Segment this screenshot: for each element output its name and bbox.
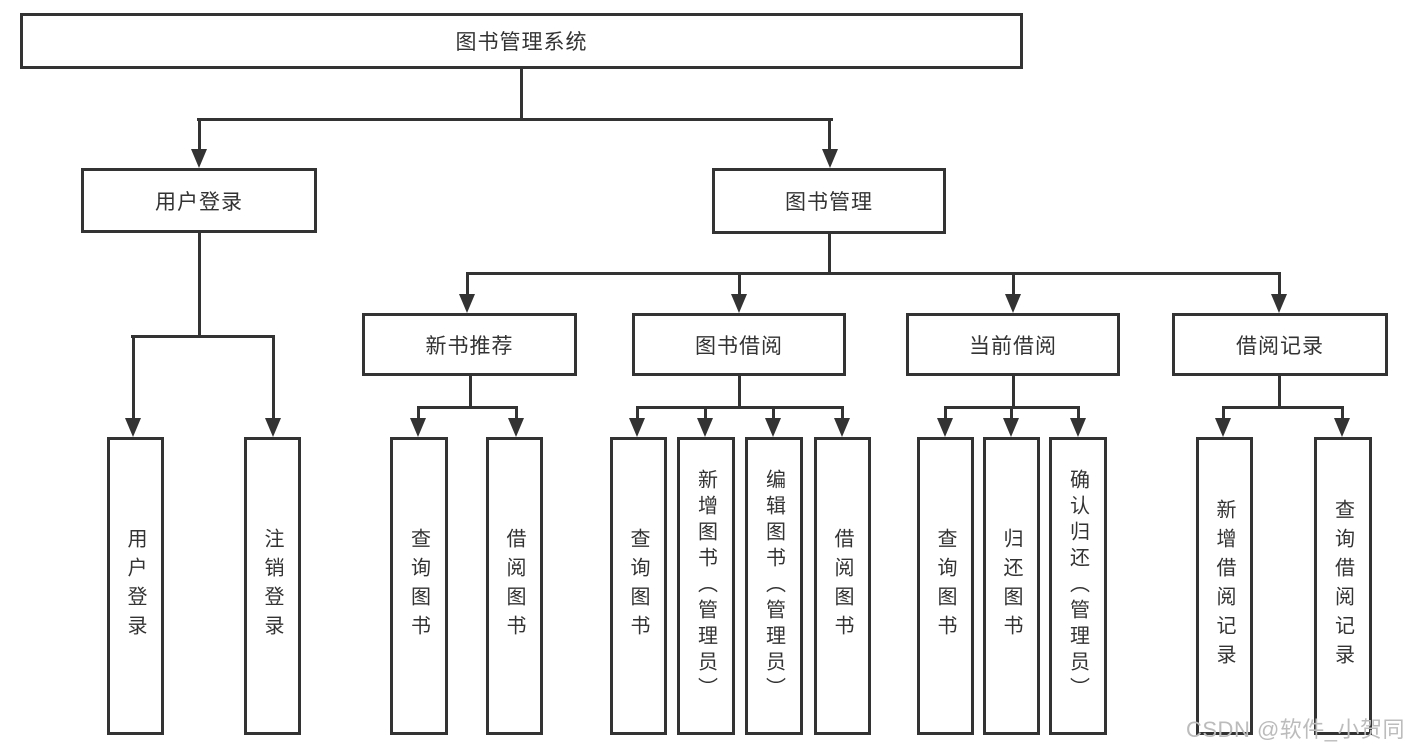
leaf-borrow-query-books: 查询图书: [610, 437, 667, 735]
connector-drop-borrow-query: [636, 406, 639, 422]
arrowhead-current-confirm: [1070, 418, 1086, 437]
node-root: 图书管理系统: [20, 13, 1023, 69]
node-current-borrowing: 当前借阅: [906, 313, 1120, 376]
connector-borrow-records-stem: [1278, 374, 1281, 408]
leaf-current-query-books-label: 查询图书: [934, 528, 956, 644]
connector-drop-records-query: [1341, 406, 1344, 422]
leaf-rec-borrow-books-label: 借阅图书: [503, 528, 525, 644]
node-user-login: 用户登录: [81, 168, 317, 233]
connector-root-rail: [197, 118, 833, 121]
connector-drop-leaf-logout: [272, 335, 275, 421]
node-book-management-label: 图书管理: [785, 191, 873, 214]
leaf-records-add-record-label: 新增借阅记录: [1213, 499, 1235, 673]
connector-user-login-stem: [198, 231, 201, 337]
arrowhead-book-borrow: [731, 294, 747, 313]
leaf-rec-borrow-books: 借阅图书: [486, 437, 543, 735]
arrowhead-rec-query: [410, 418, 426, 437]
arrowhead-rec-borrow: [508, 418, 524, 437]
leaf-logout: 注销登录: [244, 437, 301, 735]
arrowhead-current-return: [1003, 418, 1019, 437]
connector-book-borrow-stem: [738, 374, 741, 408]
leaf-current-query-books: 查询图书: [917, 437, 974, 735]
leaf-borrow-query-books-label: 查询图书: [627, 528, 649, 644]
connector-book-mgmt-rail: [466, 272, 1281, 275]
node-book-borrowing-label: 图书借阅: [695, 334, 783, 358]
leaf-records-add-record: 新增借阅记录: [1196, 437, 1253, 735]
connector-drop-current-borrow: [1012, 272, 1015, 298]
leaf-borrow-add-books: 新增图书（管理员）: [677, 437, 735, 735]
arrowhead-borrow-borrow: [834, 418, 850, 437]
node-borrowing-records: 借阅记录: [1172, 313, 1388, 376]
leaf-current-confirm-return: 确认归还（管理员）: [1049, 437, 1107, 735]
arrowhead-borrow-edit: [765, 418, 781, 437]
arrowhead-leaf-logout: [265, 418, 281, 437]
arrowhead-leaf-user-login: [125, 418, 141, 437]
node-new-book-recommend: 新书推荐: [362, 313, 577, 376]
arrowhead-book-mgmt: [822, 149, 838, 168]
connector-book-mgmt-stem: [828, 232, 831, 274]
leaf-current-return-books: 归还图书: [983, 437, 1040, 735]
node-new-book-recommend-label: 新书推荐: [425, 334, 514, 358]
connector-user-login-rail: [131, 335, 275, 338]
leaf-rec-query-books-label: 查询图书: [407, 528, 430, 644]
leaf-borrow-edit-books-label: 编辑图书（管理员）: [762, 469, 785, 703]
connector-drop-rec-borrow: [515, 406, 518, 422]
leaf-user-login-label: 用户登录: [124, 528, 146, 644]
leaf-borrow-edit-books: 编辑图书（管理员）: [745, 437, 803, 735]
connector-new-book-rec-stem: [469, 374, 472, 408]
node-current-borrowing-label: 当前借阅: [969, 334, 1057, 358]
leaf-user-login: 用户登录: [107, 437, 164, 735]
arrowhead-records-add: [1215, 418, 1231, 437]
arrowhead-records-query: [1334, 418, 1350, 437]
connector-drop-new-book-rec: [466, 272, 469, 298]
leaf-records-query-record: 查询借阅记录: [1314, 437, 1372, 735]
arrowhead-current-query: [937, 418, 953, 437]
connector-drop-user-login: [198, 118, 201, 152]
arrowhead-new-book-rec: [459, 294, 475, 313]
connector-drop-borrow-records: [1278, 272, 1281, 298]
connector-drop-borrow-add: [704, 406, 707, 422]
leaf-rec-query-books: 查询图书: [390, 437, 448, 735]
leaf-borrow-borrow-books: 借阅图书: [814, 437, 871, 735]
node-borrowing-records-label: 借阅记录: [1236, 334, 1324, 358]
arrowhead-borrow-query: [629, 418, 645, 437]
connector-drop-records-add: [1222, 406, 1225, 422]
node-book-management: 图书管理: [712, 168, 946, 234]
connector-borrow-records-rail: [1222, 406, 1344, 409]
arrowhead-current-borrow: [1005, 294, 1021, 313]
connector-drop-book-mgmt: [828, 118, 831, 152]
leaf-records-query-record-label: 查询借阅记录: [1331, 499, 1354, 673]
leaf-current-return-books-label: 归还图书: [1000, 528, 1022, 644]
connector-current-borrow-stem: [1012, 374, 1015, 408]
leaf-borrow-add-books-label: 新增图书（管理员）: [694, 469, 717, 703]
connector-drop-rec-query: [417, 406, 420, 422]
connector-drop-borrow-edit: [772, 406, 775, 422]
connector-drop-current-query: [944, 406, 947, 422]
connector-drop-current-return: [1010, 406, 1013, 422]
connector-drop-book-borrow: [738, 272, 741, 298]
connector-root-stem: [520, 66, 523, 118]
connector-book-borrow-rail: [636, 406, 844, 409]
leaf-current-confirm-return-label: 确认归还（管理员）: [1066, 469, 1089, 703]
arrowhead-borrow-add: [697, 418, 713, 437]
watermark: CSDN @软件_小贺同学: [1186, 717, 1405, 742]
leaf-borrow-borrow-books-label: 借阅图书: [831, 528, 853, 644]
arrowhead-borrow-records: [1271, 294, 1287, 313]
node-user-login-label: 用户登录: [155, 190, 243, 214]
connector-drop-borrow-borrow: [841, 406, 844, 422]
connector-new-book-rec-rail: [417, 406, 518, 409]
node-root-label: 图书管理系统: [455, 31, 588, 54]
leaf-logout-label: 注销登录: [261, 528, 283, 644]
arrowhead-user-login: [191, 149, 207, 168]
connector-drop-leaf-user-login: [132, 335, 135, 421]
node-book-borrowing: 图书借阅: [632, 313, 846, 376]
connector-drop-current-confirm: [1077, 406, 1080, 422]
